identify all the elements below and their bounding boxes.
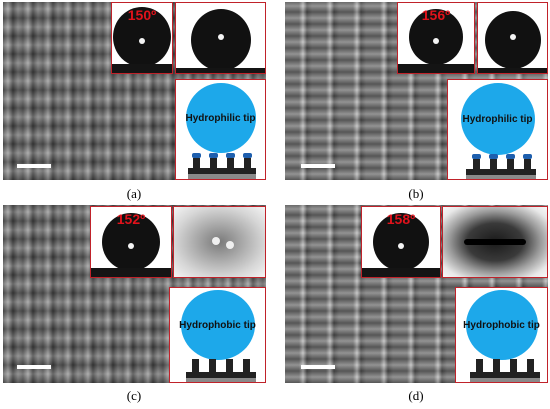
droplet-side-inset	[442, 206, 548, 278]
base	[188, 168, 256, 176]
schematic-inset: Hydrophilic tip	[447, 79, 548, 180]
schematic-inset: Hydrophobic tip	[455, 287, 548, 383]
base	[470, 372, 540, 380]
caption-b: (b)	[408, 186, 424, 201]
substrate	[362, 268, 440, 277]
tip-label: Hydrophobic tip	[179, 319, 256, 331]
tip-label: Hydrophilic tip	[185, 112, 256, 124]
droplet-side-inset	[173, 206, 266, 278]
water-drop: Hydrophilic tip	[460, 83, 535, 155]
caption-d: (d)	[408, 388, 424, 403]
contact-angle-label: 150º	[127, 7, 157, 23]
droplet-side-inset	[477, 2, 548, 74]
water-drop: Hydrophobic tip	[179, 290, 256, 360]
droplet	[409, 9, 463, 65]
droplet	[484, 11, 541, 69]
contact-angle-label: 152º	[116, 211, 146, 227]
substrate	[176, 68, 265, 73]
sem-image-c: 152º Hydrophobic tip	[3, 205, 266, 383]
tip-label: Hydrophobic tip	[463, 319, 540, 331]
sem-image-d: 158º Hydrophobic tip	[285, 205, 548, 383]
substrate	[478, 68, 547, 73]
contact-angle-label: 158º	[386, 211, 416, 227]
water-drop: Hydrophilic tip	[185, 83, 256, 153]
sem-image-b: 156º Hydrophilic tip	[285, 2, 548, 180]
substrate	[398, 64, 474, 73]
contact-angle-inset: 158º	[361, 206, 441, 278]
contact-angle-inset: 152º	[90, 206, 172, 278]
contact-angle-inset: 150º	[111, 2, 173, 74]
tip-label: Hydrophilic tip	[462, 113, 533, 125]
scale-bar	[301, 164, 335, 168]
caption-a: (a)	[126, 186, 142, 201]
sem-image-a: 150º Hydrophilic tip	[3, 2, 266, 180]
water-drop: Hydrophobic tip	[463, 290, 540, 360]
schematic-inset: Hydrophobic tip	[169, 287, 266, 383]
droplet	[102, 213, 160, 271]
substrate	[91, 268, 171, 277]
substrate	[112, 64, 172, 73]
droplet	[113, 7, 171, 67]
base	[466, 169, 536, 177]
caption-c: (c)	[126, 388, 142, 403]
contact-angle-label: 156º	[421, 7, 451, 23]
base	[186, 372, 256, 380]
schematic-inset: Hydrophilic tip	[175, 79, 266, 180]
scale-bar	[17, 164, 51, 168]
scale-bar	[17, 365, 51, 369]
droplet	[373, 213, 429, 271]
scale-bar	[301, 365, 335, 369]
droplet-side-inset	[175, 2, 266, 74]
contact-angle-inset: 156º	[397, 2, 475, 74]
droplet	[190, 9, 251, 71]
